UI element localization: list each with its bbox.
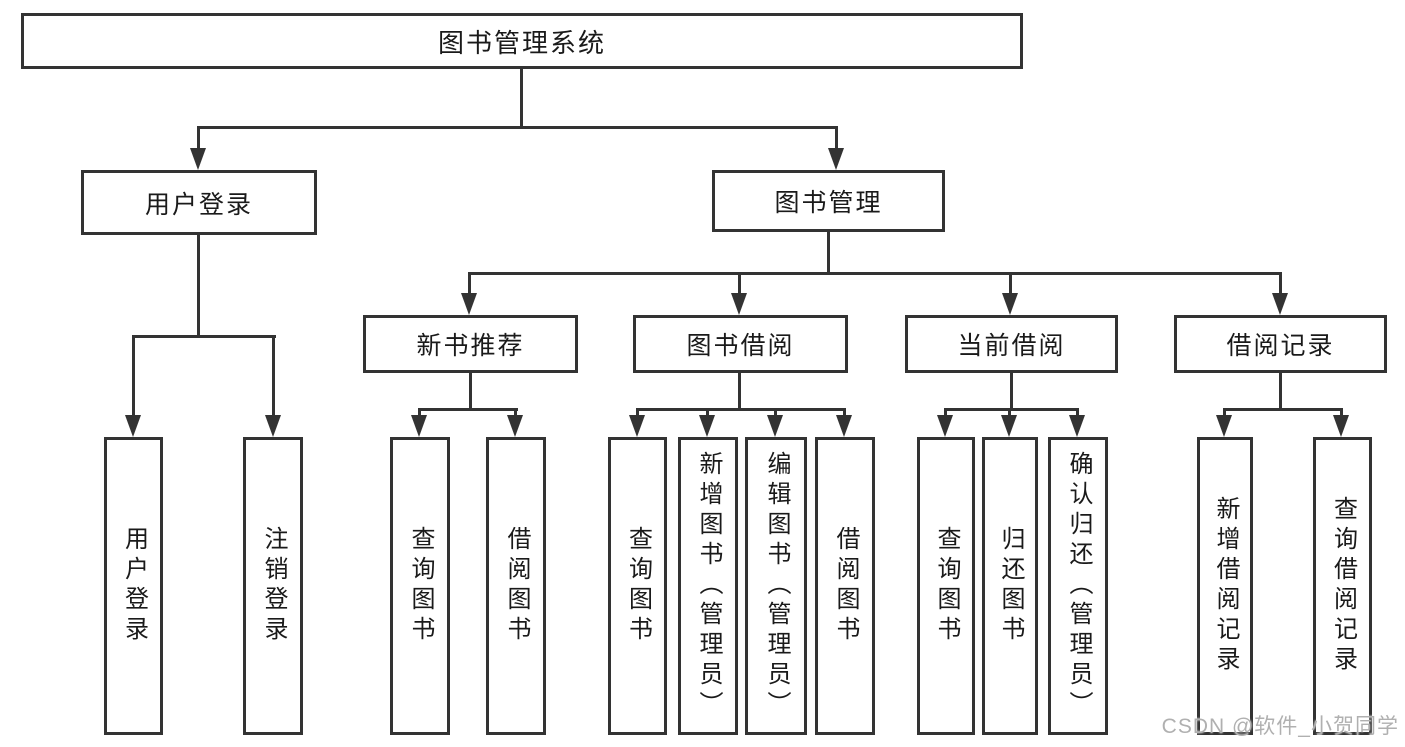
connector-line xyxy=(774,408,777,417)
node-library-system: 图书管理系统 xyxy=(21,13,1023,69)
arrow-down-icon xyxy=(1216,415,1232,437)
arrow-down-icon xyxy=(1002,293,1018,315)
leaf-return-books: 归还图书 xyxy=(982,437,1038,735)
leaf-add-borrow-record: 新增借阅记录 xyxy=(1197,437,1253,735)
arrow-down-icon xyxy=(699,415,715,437)
arrow-down-icon xyxy=(731,293,747,315)
leaf-confirm-return-admin: 确认归还（管理员） xyxy=(1048,437,1108,735)
connector-line xyxy=(1279,373,1282,408)
connector-line xyxy=(1009,272,1012,294)
connector-line xyxy=(1223,408,1343,411)
connector-line xyxy=(944,408,947,417)
arrow-down-icon xyxy=(1069,415,1085,437)
node-book-management: 图书管理 xyxy=(712,170,945,232)
arrow-down-icon xyxy=(1333,415,1349,437)
connector-line xyxy=(827,232,830,272)
connector-line xyxy=(468,272,1282,275)
leaf-query-books-current: 查询图书 xyxy=(917,437,975,735)
connector-line xyxy=(636,408,639,417)
leaf-logout: 注销登录 xyxy=(243,437,303,735)
connector-line xyxy=(418,408,421,417)
connector-line xyxy=(738,373,741,408)
connector-line xyxy=(132,335,135,417)
arrow-down-icon xyxy=(629,415,645,437)
leaf-query-borrow-record: 查询借阅记录 xyxy=(1313,437,1372,735)
leaf-edit-book-admin: 编辑图书（管理员） xyxy=(745,437,807,735)
arrow-down-icon xyxy=(1001,415,1017,437)
arrow-down-icon xyxy=(411,415,427,437)
arrow-down-icon xyxy=(265,415,281,437)
arrow-down-icon xyxy=(461,293,477,315)
connector-line xyxy=(1279,272,1282,294)
node-user-login: 用户登录 xyxy=(81,170,317,235)
arrow-down-icon xyxy=(1272,293,1288,315)
connector-line xyxy=(738,272,741,294)
connector-line xyxy=(1340,408,1343,417)
node-new-book-recommendation: 新书推荐 xyxy=(363,315,578,373)
csdn-watermark: CSDN @软件_小贺同学 xyxy=(1161,715,1399,738)
leaf-borrow-books: 借阅图书 xyxy=(815,437,875,735)
connector-line xyxy=(1076,408,1079,417)
connector-line xyxy=(1223,408,1226,417)
connector-line xyxy=(197,126,200,150)
arrow-down-icon xyxy=(828,148,844,170)
connector-line xyxy=(132,335,276,338)
connector-line xyxy=(469,373,472,408)
connector-line xyxy=(706,408,709,417)
node-book-borrowing: 图书借阅 xyxy=(633,315,848,373)
connector-line xyxy=(514,408,517,417)
node-borrowing-records: 借阅记录 xyxy=(1174,315,1387,373)
connector-line xyxy=(636,408,846,411)
leaf-user-login: 用户登录 xyxy=(104,437,163,735)
arrow-down-icon xyxy=(767,415,783,437)
connector-line xyxy=(944,408,1079,411)
connector-line xyxy=(1008,408,1011,417)
connector-line xyxy=(520,69,523,126)
connector-line xyxy=(843,408,846,417)
node-current-borrowing: 当前借阅 xyxy=(905,315,1118,373)
leaf-add-book-admin: 新增图书（管理员） xyxy=(678,437,738,735)
connector-line xyxy=(835,126,838,150)
arrow-down-icon xyxy=(190,148,206,170)
connector-line xyxy=(272,335,275,417)
connector-line xyxy=(197,235,200,335)
arrow-down-icon xyxy=(937,415,953,437)
connector-line xyxy=(418,408,518,411)
arrow-down-icon xyxy=(125,415,141,437)
leaf-query-books-borrowing: 查询图书 xyxy=(608,437,667,735)
arrow-down-icon xyxy=(836,415,852,437)
connector-line xyxy=(468,272,471,294)
leaf-borrow-books-recommend: 借阅图书 xyxy=(486,437,546,735)
connector-line xyxy=(1010,373,1013,408)
connector-line xyxy=(197,126,838,129)
leaf-query-books-recommend: 查询图书 xyxy=(390,437,450,735)
arrow-down-icon xyxy=(507,415,523,437)
